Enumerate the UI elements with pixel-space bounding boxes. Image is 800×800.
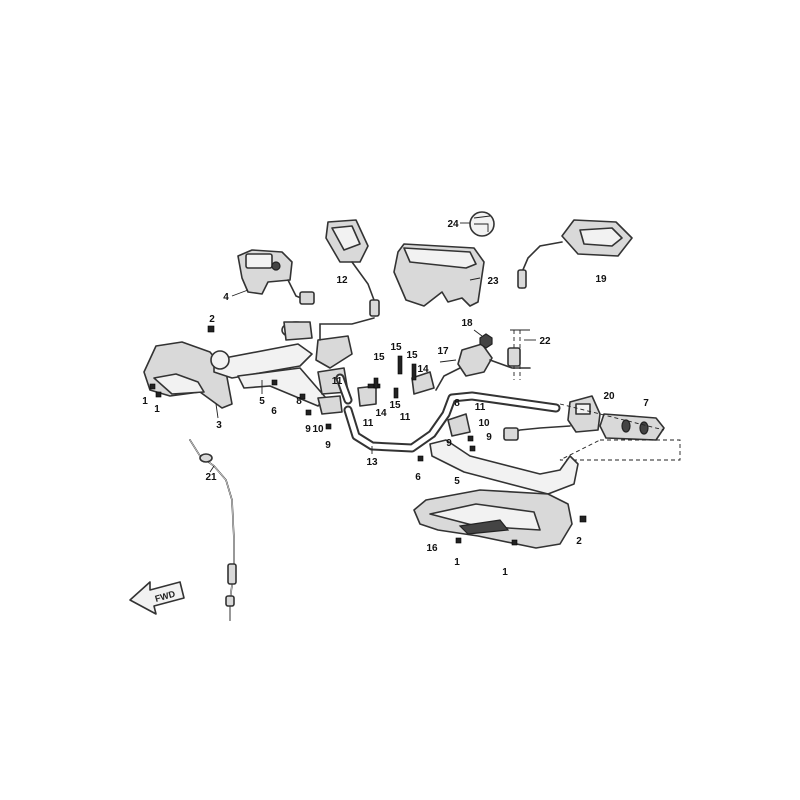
callout-8a: 8 bbox=[296, 396, 302, 407]
handlebar-cover bbox=[393, 243, 485, 307]
callout-3: 3 bbox=[216, 420, 222, 431]
callout-9a: 9 bbox=[305, 424, 311, 435]
callout-15a: 15 bbox=[373, 352, 385, 363]
callout-9d: 9 bbox=[446, 438, 452, 449]
cap bbox=[460, 211, 495, 237]
callout-17: 17 bbox=[437, 346, 449, 357]
callout-15b: 15 bbox=[390, 342, 402, 353]
callout-14a: 14 bbox=[375, 408, 387, 419]
callout-15c: 15 bbox=[406, 350, 418, 361]
callout-11b: 11 bbox=[363, 418, 374, 429]
right-hand-guard bbox=[413, 489, 573, 549]
callout-10a: 10 bbox=[312, 424, 324, 435]
callout-8b: 8 bbox=[454, 398, 460, 409]
callout-1d: 1 bbox=[502, 567, 508, 578]
callout-5b: 5 bbox=[454, 476, 460, 487]
callout-14b: 14 bbox=[417, 364, 429, 375]
throttle-cable bbox=[189, 439, 237, 621]
callout-6b: 6 bbox=[415, 472, 421, 483]
right-mirror bbox=[517, 219, 633, 289]
mount-bracket bbox=[507, 329, 536, 380]
handlebar bbox=[335, 373, 561, 454]
right-grip bbox=[599, 413, 665, 441]
callout-11d: 11 bbox=[475, 402, 486, 413]
nut bbox=[473, 329, 493, 349]
fasteners bbox=[149, 325, 587, 546]
callout-9c: 9 bbox=[486, 432, 492, 443]
left-hand-guard bbox=[143, 341, 233, 419]
callout-labels: 1 1 1 1 2 2 3 4 5 5 6 6 7 8 8 9 9 9 9 10… bbox=[142, 219, 649, 578]
brake-master-cylinder bbox=[231, 249, 315, 305]
callout-20: 20 bbox=[603, 391, 615, 402]
callout-10b: 10 bbox=[478, 418, 490, 429]
callout-22: 22 bbox=[539, 336, 551, 347]
throttle-housing bbox=[567, 395, 601, 433]
callout-2b: 2 bbox=[576, 536, 582, 547]
callout-1c: 1 bbox=[454, 557, 460, 568]
callout-21: 21 bbox=[205, 472, 217, 483]
callout-5a: 5 bbox=[259, 396, 265, 407]
callout-24: 24 bbox=[447, 219, 459, 230]
grip-dash-box bbox=[503, 403, 681, 461]
left-guard-bracket bbox=[210, 343, 327, 407]
callout-2a: 2 bbox=[209, 314, 215, 325]
callout-18: 18 bbox=[461, 318, 473, 329]
left-mirror bbox=[325, 219, 380, 317]
callout-9b: 9 bbox=[325, 440, 331, 451]
callout-12: 12 bbox=[336, 275, 348, 286]
handlebar-clamps bbox=[317, 371, 471, 437]
callout-11c: 11 bbox=[400, 412, 411, 423]
forward-direction-arrow: FWD bbox=[129, 581, 185, 615]
callout-1a: 1 bbox=[142, 396, 148, 407]
callout-19: 19 bbox=[595, 274, 607, 285]
callout-11a: 11 bbox=[332, 376, 343, 387]
callout-23: 23 bbox=[487, 276, 499, 287]
callout-16: 16 bbox=[426, 543, 438, 554]
callout-15d: 15 bbox=[389, 400, 401, 411]
callout-1b: 1 bbox=[154, 404, 160, 415]
callout-13: 13 bbox=[366, 457, 378, 468]
right-guard-bracket bbox=[429, 439, 579, 495]
callout-4: 4 bbox=[223, 292, 229, 303]
callout-7: 7 bbox=[643, 398, 649, 409]
callout-6a: 6 bbox=[271, 406, 277, 417]
